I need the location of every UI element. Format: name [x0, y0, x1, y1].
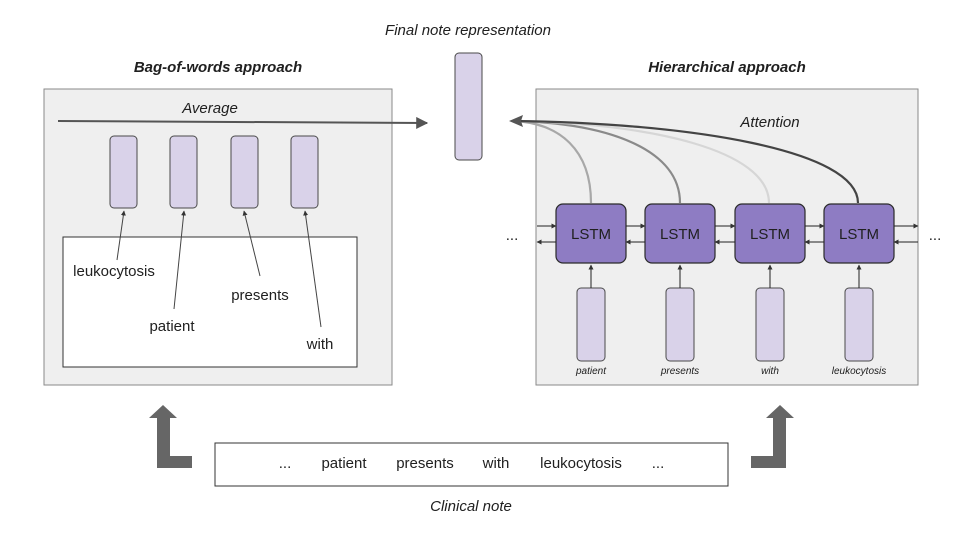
clinical-note-word: with — [482, 455, 510, 472]
clinical-note-word: presents — [396, 455, 454, 472]
bow-word: patient — [149, 318, 195, 335]
bow-word-box — [62, 236, 358, 368]
hier-word-embedding — [844, 287, 874, 362]
hier-word-embedding — [665, 287, 695, 362]
clinical-note-box — [214, 442, 729, 487]
bow-average-label: Average — [181, 100, 238, 117]
hier-ellipsis-right: ... — [929, 227, 942, 244]
lstm-cell-label: LSTM — [571, 226, 611, 243]
bow-average-arrow — [57, 116, 429, 129]
bow-title: Bag-of-words approach — [134, 59, 302, 76]
bow-word-embedding — [230, 135, 259, 209]
bow-word-arrow — [303, 210, 322, 328]
bow-word-arrow — [116, 210, 126, 261]
bent-arrow-right — [751, 405, 794, 468]
clinical-note-word: patient — [321, 455, 367, 472]
hier-token-label: presents — [660, 366, 699, 377]
bow-word: leukocytosis — [73, 263, 155, 280]
hier-token-label: patient — [575, 366, 607, 377]
hier-token-label: with — [761, 366, 779, 377]
clinical-note-word: leukocytosis — [540, 455, 622, 472]
bow-word-arrow — [173, 210, 187, 310]
bow-word-arrow — [242, 210, 261, 277]
bow-word: with — [306, 336, 334, 353]
hier-word-embedding — [576, 287, 606, 362]
attention-curve — [512, 119, 860, 204]
attention-arrowhead — [509, 115, 523, 127]
clinical-note-word: ... — [652, 455, 665, 472]
hier-word-embedding — [755, 287, 785, 362]
lstm-cell — [734, 203, 806, 264]
bow-word: presents — [231, 287, 289, 304]
final-representation-title: Final note representation — [385, 22, 551, 39]
bow-word-embedding — [169, 135, 198, 209]
lstm-cell — [555, 203, 627, 264]
clinical-note-label: Clinical note — [430, 498, 512, 515]
hier-attention-label: Attention — [739, 114, 799, 131]
hier-ellipsis-left: ... — [506, 227, 519, 244]
hier-token-label: leukocytosis — [832, 366, 886, 377]
lstm-cell-label: LSTM — [839, 226, 879, 243]
bow-word-embedding — [109, 135, 138, 209]
clinical-note-word: ... — [279, 455, 292, 472]
bow-word-embedding — [290, 135, 319, 209]
lstm-cell-label: LSTM — [660, 226, 700, 243]
lstm-cell — [644, 203, 716, 264]
final-representation-vector — [454, 52, 483, 161]
lstm-cell — [823, 203, 895, 264]
hier-title: Hierarchical approach — [648, 59, 806, 76]
bent-arrow-left — [149, 405, 192, 468]
lstm-cell-label: LSTM — [750, 226, 790, 243]
attention-curve — [512, 119, 593, 204]
